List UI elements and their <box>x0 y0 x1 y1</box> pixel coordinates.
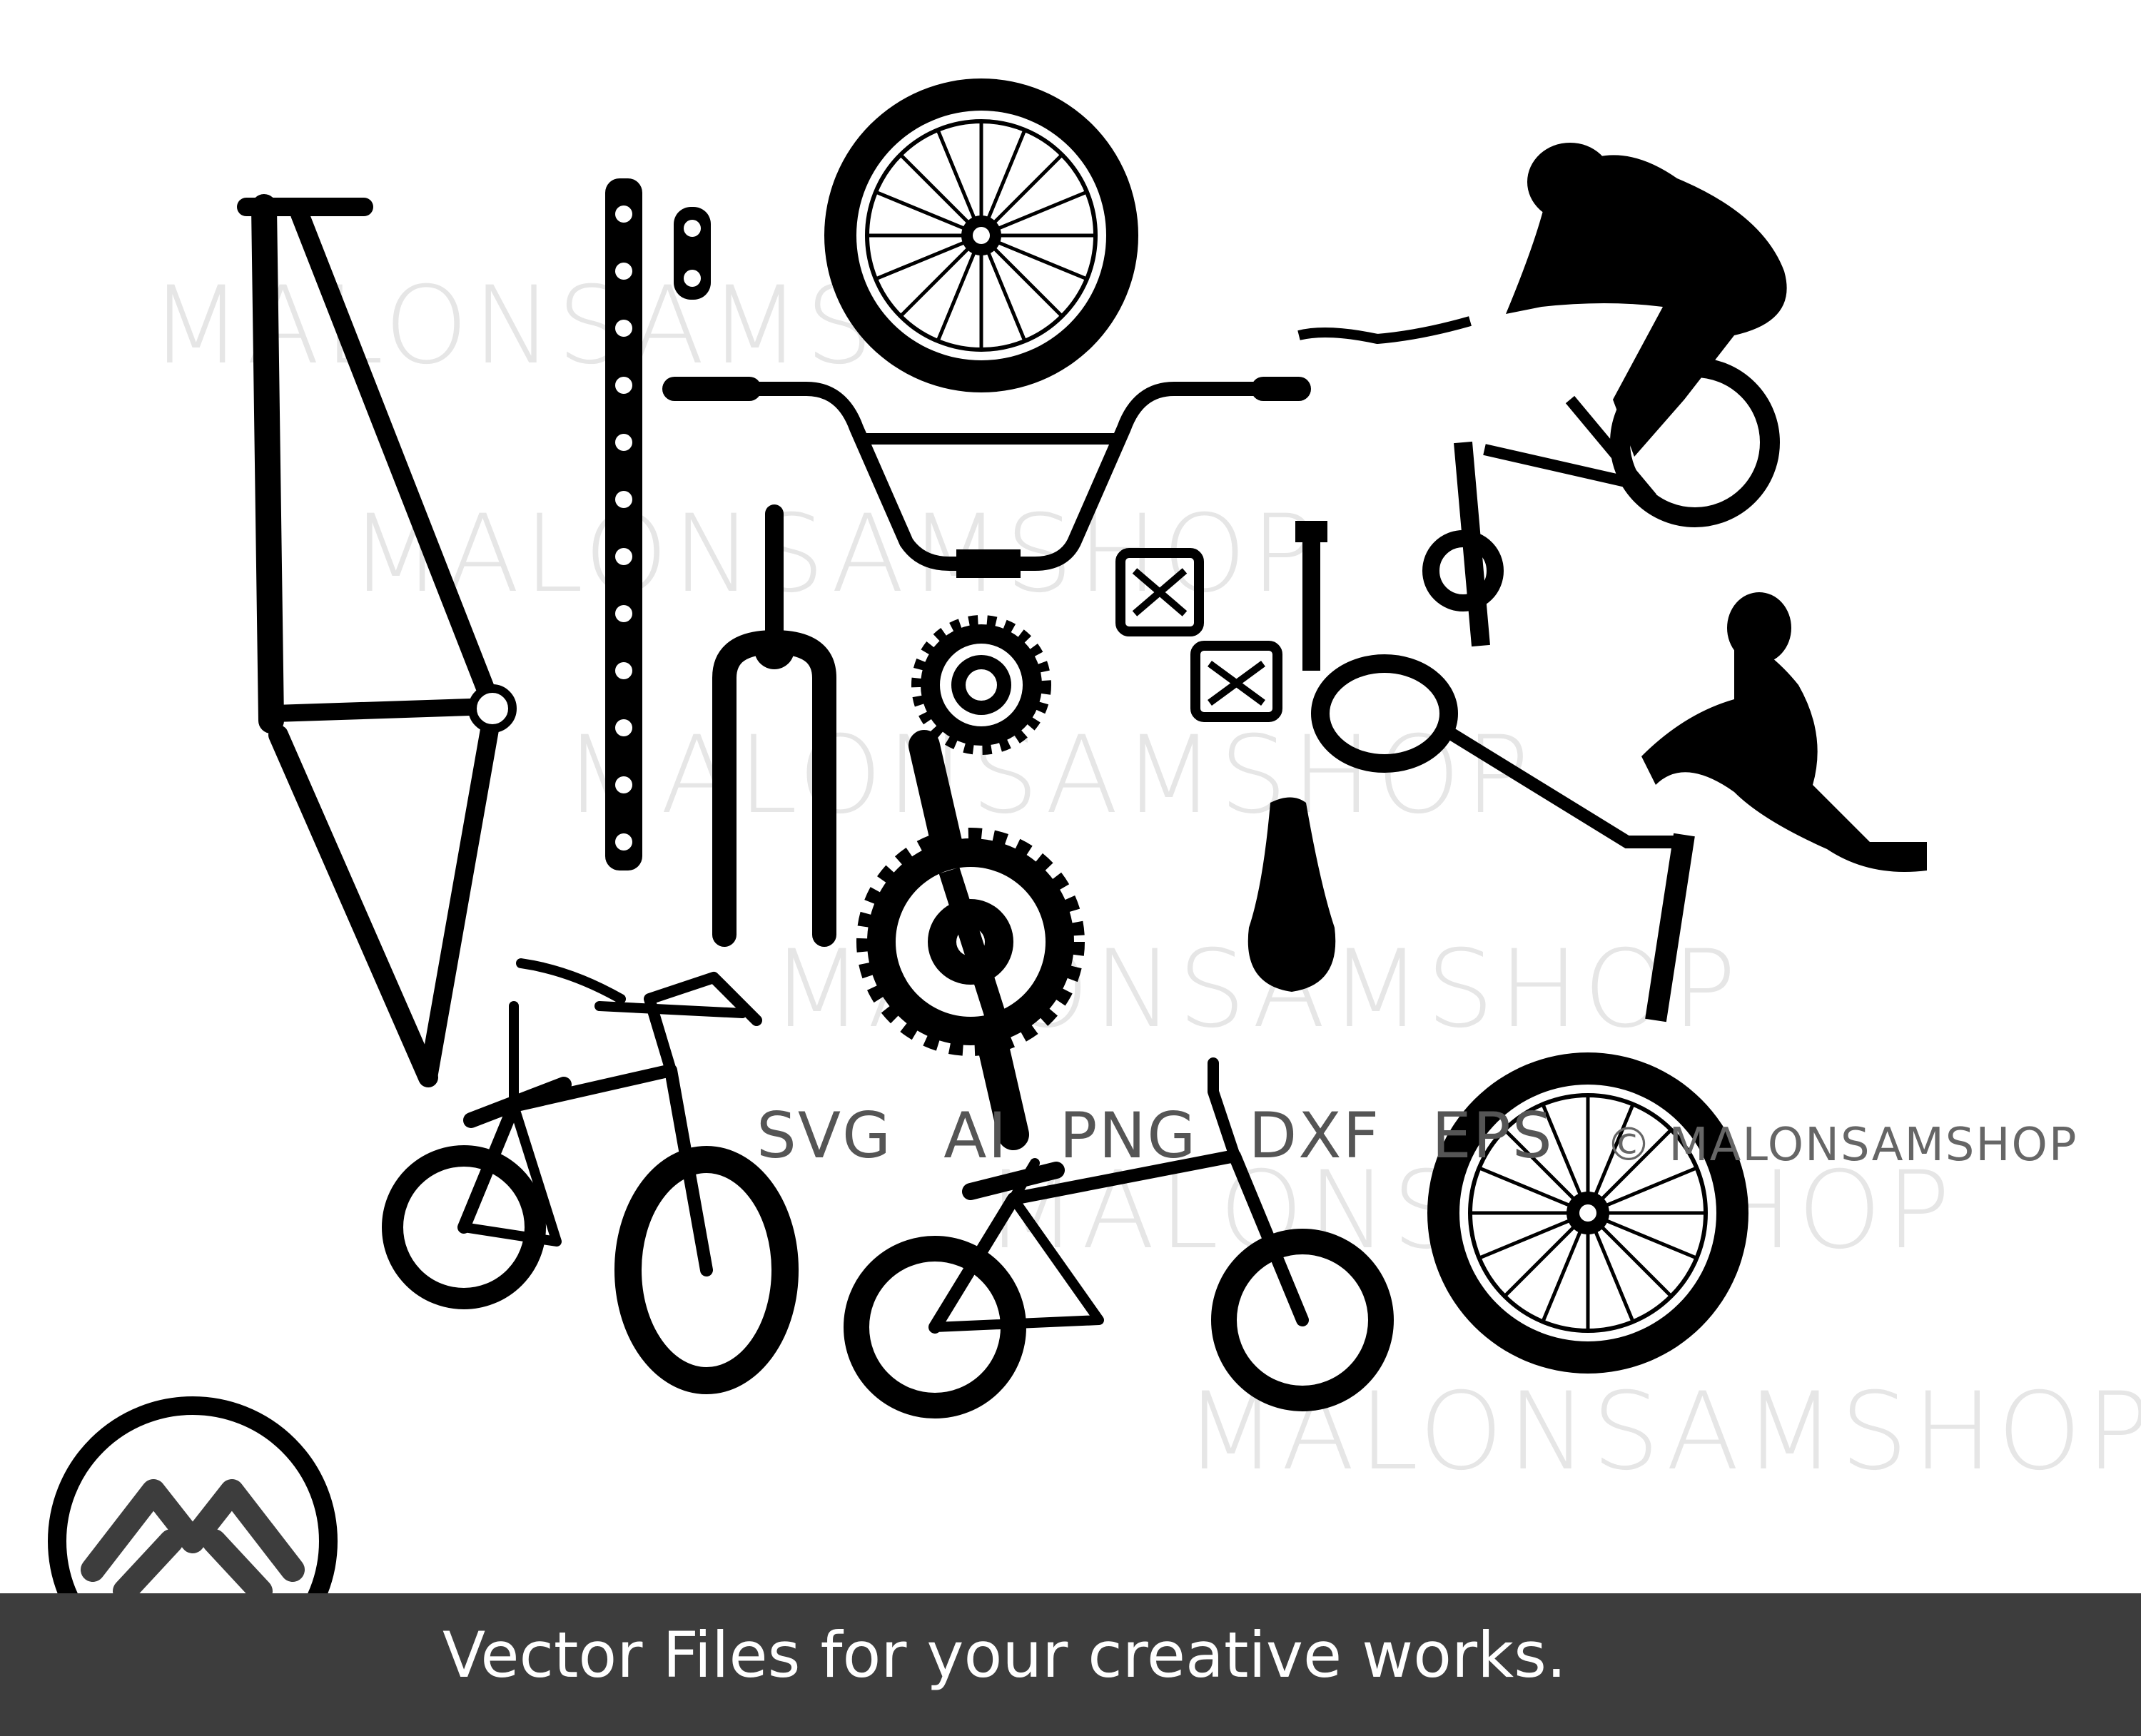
file-formats: SVG AI PNG DXF EPS <box>756 1099 1554 1172</box>
bmx-rider-jump-icon <box>1297 143 1787 647</box>
handlebar-icon <box>662 377 1311 578</box>
pedal-2-icon <box>1190 641 1282 722</box>
bike-frame-icon <box>237 194 517 1087</box>
bmx-bike-middle-icon <box>844 1057 1394 1418</box>
bmx-rider-flip-icon <box>1311 592 1927 1022</box>
bolt-icon <box>1295 521 1327 671</box>
wheel-top-icon <box>824 78 1138 392</box>
pedal-icon <box>1115 548 1204 636</box>
chain-link-holes-icon <box>615 205 632 851</box>
footer-bar <box>0 1593 2141 1736</box>
wheel-bottom-icon <box>1427 1052 1748 1374</box>
saddle-icon <box>1247 797 1336 992</box>
format-dxf: DXF <box>1248 1099 1381 1172</box>
fork-icon <box>712 504 836 947</box>
crankset-icon <box>856 730 1085 1150</box>
sprocket-icon <box>911 615 1051 755</box>
chain-icon <box>605 178 711 870</box>
copyright-text: © MALONSAMSHOP <box>1606 1119 2078 1172</box>
format-ai: AI <box>943 1099 1008 1172</box>
tagline: Vector Files for your creative works. <box>442 1618 1566 1692</box>
bmx-bike-left-icon <box>382 958 799 1394</box>
format-png: PNG <box>1059 1099 1198 1172</box>
format-eps: EPS <box>1432 1099 1554 1172</box>
format-svg: SVG <box>756 1099 893 1172</box>
